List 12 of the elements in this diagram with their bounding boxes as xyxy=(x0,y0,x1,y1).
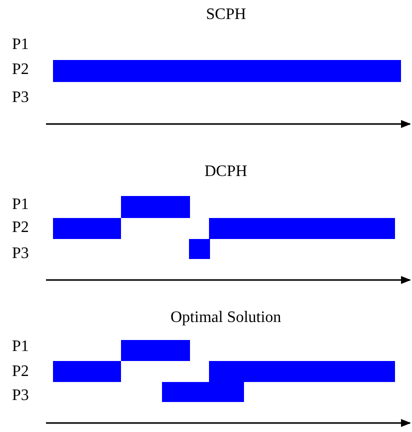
row-label: P2 xyxy=(12,61,29,79)
row-label: P2 xyxy=(12,363,29,381)
row-label: P3 xyxy=(12,245,29,263)
row-label: P1 xyxy=(12,196,29,214)
row-label: P3 xyxy=(12,89,29,107)
panel-title: Optimal Solution xyxy=(170,309,282,327)
row-label: P2 xyxy=(12,219,29,237)
row-label: P1 xyxy=(12,36,29,54)
row-label: P3 xyxy=(12,387,29,405)
panel-title: SCPH xyxy=(206,6,246,24)
row-label: P1 xyxy=(12,338,29,356)
panel-title: DCPH xyxy=(204,163,248,181)
